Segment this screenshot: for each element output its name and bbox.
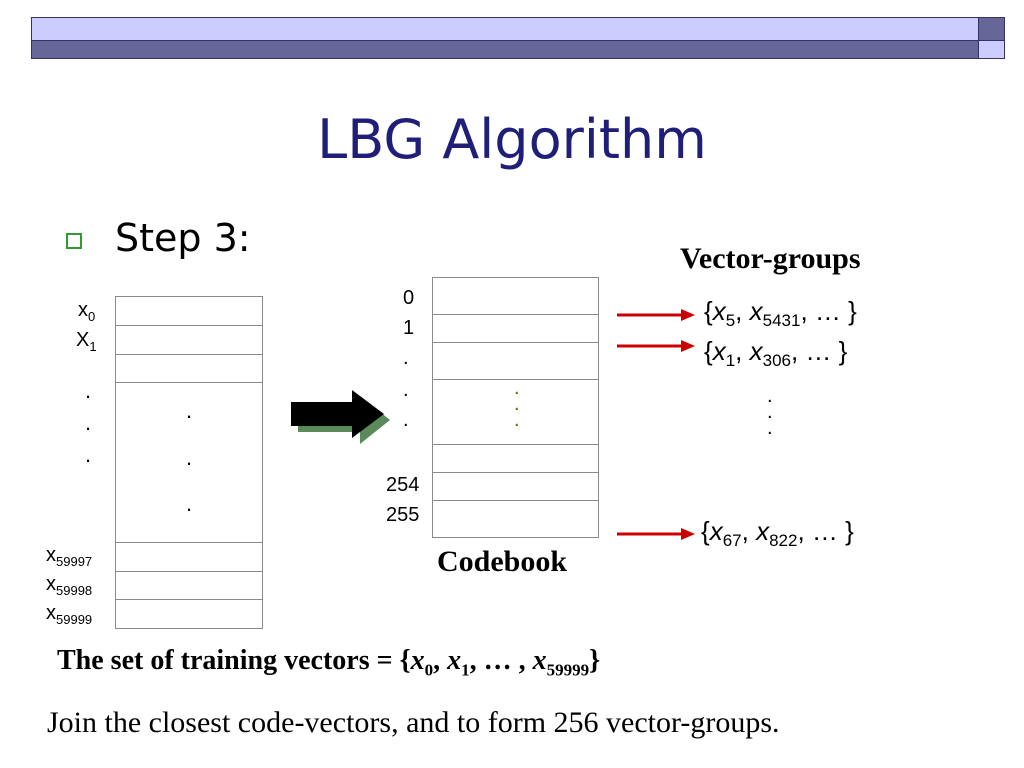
red-arrow-icon — [617, 340, 695, 352]
codebook-row — [432, 314, 599, 343]
ellipsis-dot: . — [514, 393, 520, 415]
table-row — [115, 542, 263, 572]
join-description: Join the closest code-vectors, and to fo… — [47, 706, 780, 739]
codebook-row — [432, 277, 599, 315]
training-label-x59999: x59999 — [46, 602, 93, 627]
ellipsis-dot: . — [85, 442, 92, 467]
codebook-index: 0 — [403, 287, 415, 309]
codebook-index: 1 — [403, 317, 415, 339]
ellipsis-dot: . — [85, 378, 92, 403]
header-bar-top — [31, 17, 979, 41]
big-arrow-icon — [291, 390, 390, 444]
ellipsis-dot: . — [514, 409, 520, 431]
training-set-line: The set of training vectors = {x0, x1, …… — [57, 645, 601, 680]
codebook-row — [432, 444, 599, 473]
codebook-index: 255 — [386, 504, 420, 526]
ellipsis-dot: . — [186, 491, 193, 516]
vector-group-1: {x1, x306, … } — [704, 336, 848, 371]
table-row — [115, 382, 263, 543]
step-label: Step 3: — [115, 216, 251, 260]
training-label-x59998: x59998 — [46, 573, 93, 598]
training-label-x0: x0 — [78, 299, 96, 324]
training-label-x1: X1 — [76, 329, 97, 354]
ellipsis-dot: . — [85, 410, 92, 435]
square-bullet-icon — [66, 233, 82, 249]
ellipsis-dot: . — [186, 445, 193, 470]
vector-group-0: {x5, x5431, … } — [704, 296, 857, 331]
codebook-row — [432, 472, 599, 501]
header-bar-bottom — [31, 40, 979, 59]
header-square-bottom — [978, 40, 1005, 59]
table-row — [115, 325, 263, 355]
codebook-row — [432, 379, 599, 445]
codebook-index: 254 — [386, 474, 420, 496]
table-row — [115, 296, 263, 326]
codebook-index: . — [403, 379, 409, 401]
table-row — [115, 599, 263, 629]
table-row — [115, 571, 263, 600]
ellipsis-dot: . — [767, 417, 773, 439]
ellipsis-dot: . — [186, 398, 193, 423]
codebook-index: . — [403, 409, 409, 431]
codebook-label: Codebook — [437, 545, 568, 578]
training-label-x59997: x59997 — [46, 544, 93, 569]
ellipsis-dot: . — [767, 401, 773, 423]
ellipsis-dot: . — [767, 385, 773, 407]
codebook-row — [432, 500, 599, 538]
codebook-row — [432, 342, 599, 380]
vector-groups-heading: Vector-groups — [680, 242, 861, 275]
red-arrow-icon — [617, 528, 695, 540]
slide-title: LBG Algorithm — [317, 108, 707, 171]
red-arrow-icon — [617, 309, 695, 321]
header-square-top — [978, 17, 1005, 41]
vector-group-2: {x67, x822, … } — [701, 516, 854, 551]
codebook-index: . — [403, 347, 409, 369]
table-row — [115, 354, 263, 383]
ellipsis-dot: . — [514, 377, 520, 399]
